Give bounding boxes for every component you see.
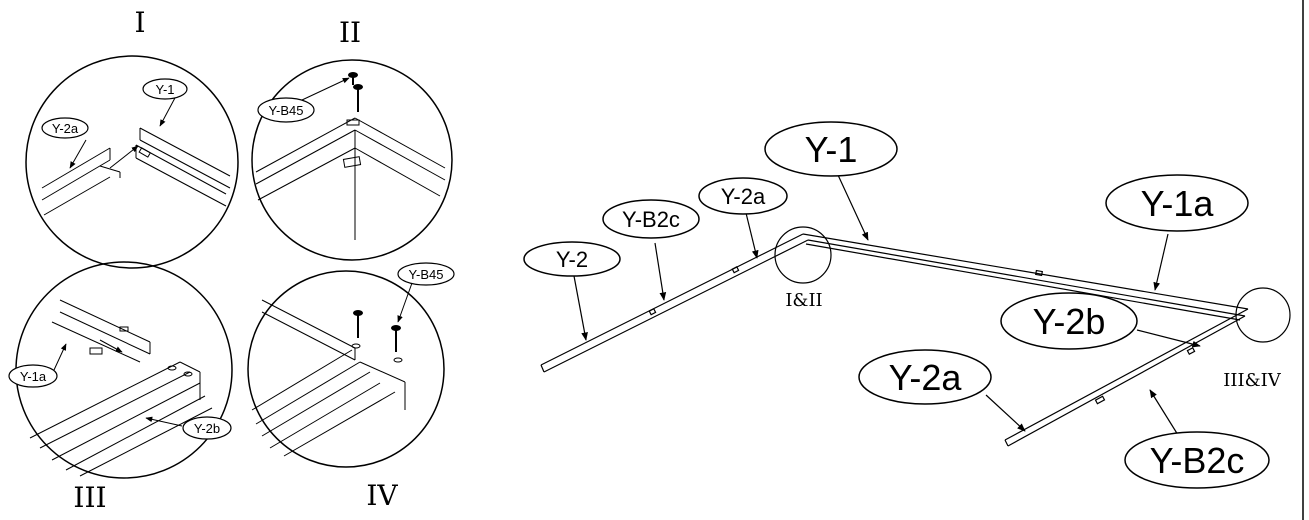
label-iii-y2b: Y-2b (194, 421, 220, 436)
detail-ii: II Y-B45 (251, 16, 453, 261)
detail-title-ii: II (339, 16, 361, 49)
label-main-y2b: Y-2b (1033, 301, 1106, 342)
corner-ref-right: III&IV (1223, 370, 1281, 391)
main-frame: I&II III&IV Y-2 Y-B2c Y-2a Y-1 Y-1a Y-2b… (523, 121, 1291, 489)
detail-title-iii: III (73, 481, 106, 514)
detail-iv: IV Y-B45 (247, 262, 455, 512)
label-main-yb2c-left: Y-B2c (622, 207, 680, 232)
label-main-y2a-left: Y-2a (721, 184, 766, 209)
detail-title-i: I (134, 6, 145, 39)
label-main-y2a-right: Y-2a (889, 357, 963, 398)
label-main-y1: Y-1 (805, 129, 858, 170)
detail-title-iv: IV (366, 479, 398, 512)
label-main-yb2c-right: Y-B2c (1150, 440, 1245, 481)
screw-icon (353, 310, 401, 352)
detail-iii: III Y-1a Y-2b (8, 261, 233, 514)
label-i-y2a: Y-2a (52, 121, 79, 136)
label-iv-yb45: Y-B45 (409, 267, 444, 282)
label-i-y1: Y-1 (155, 82, 174, 97)
label-iii-y1a: Y-1a (20, 369, 47, 384)
label-ii-yb45: Y-B45 (269, 103, 304, 118)
label-main-y2: Y-2 (556, 247, 588, 272)
corner-ref-left: I&II (785, 290, 822, 311)
screw-icon (348, 72, 363, 112)
detail-i: I Y-2a Y-1 (25, 6, 239, 269)
label-main-y1a: Y-1a (1141, 183, 1215, 224)
